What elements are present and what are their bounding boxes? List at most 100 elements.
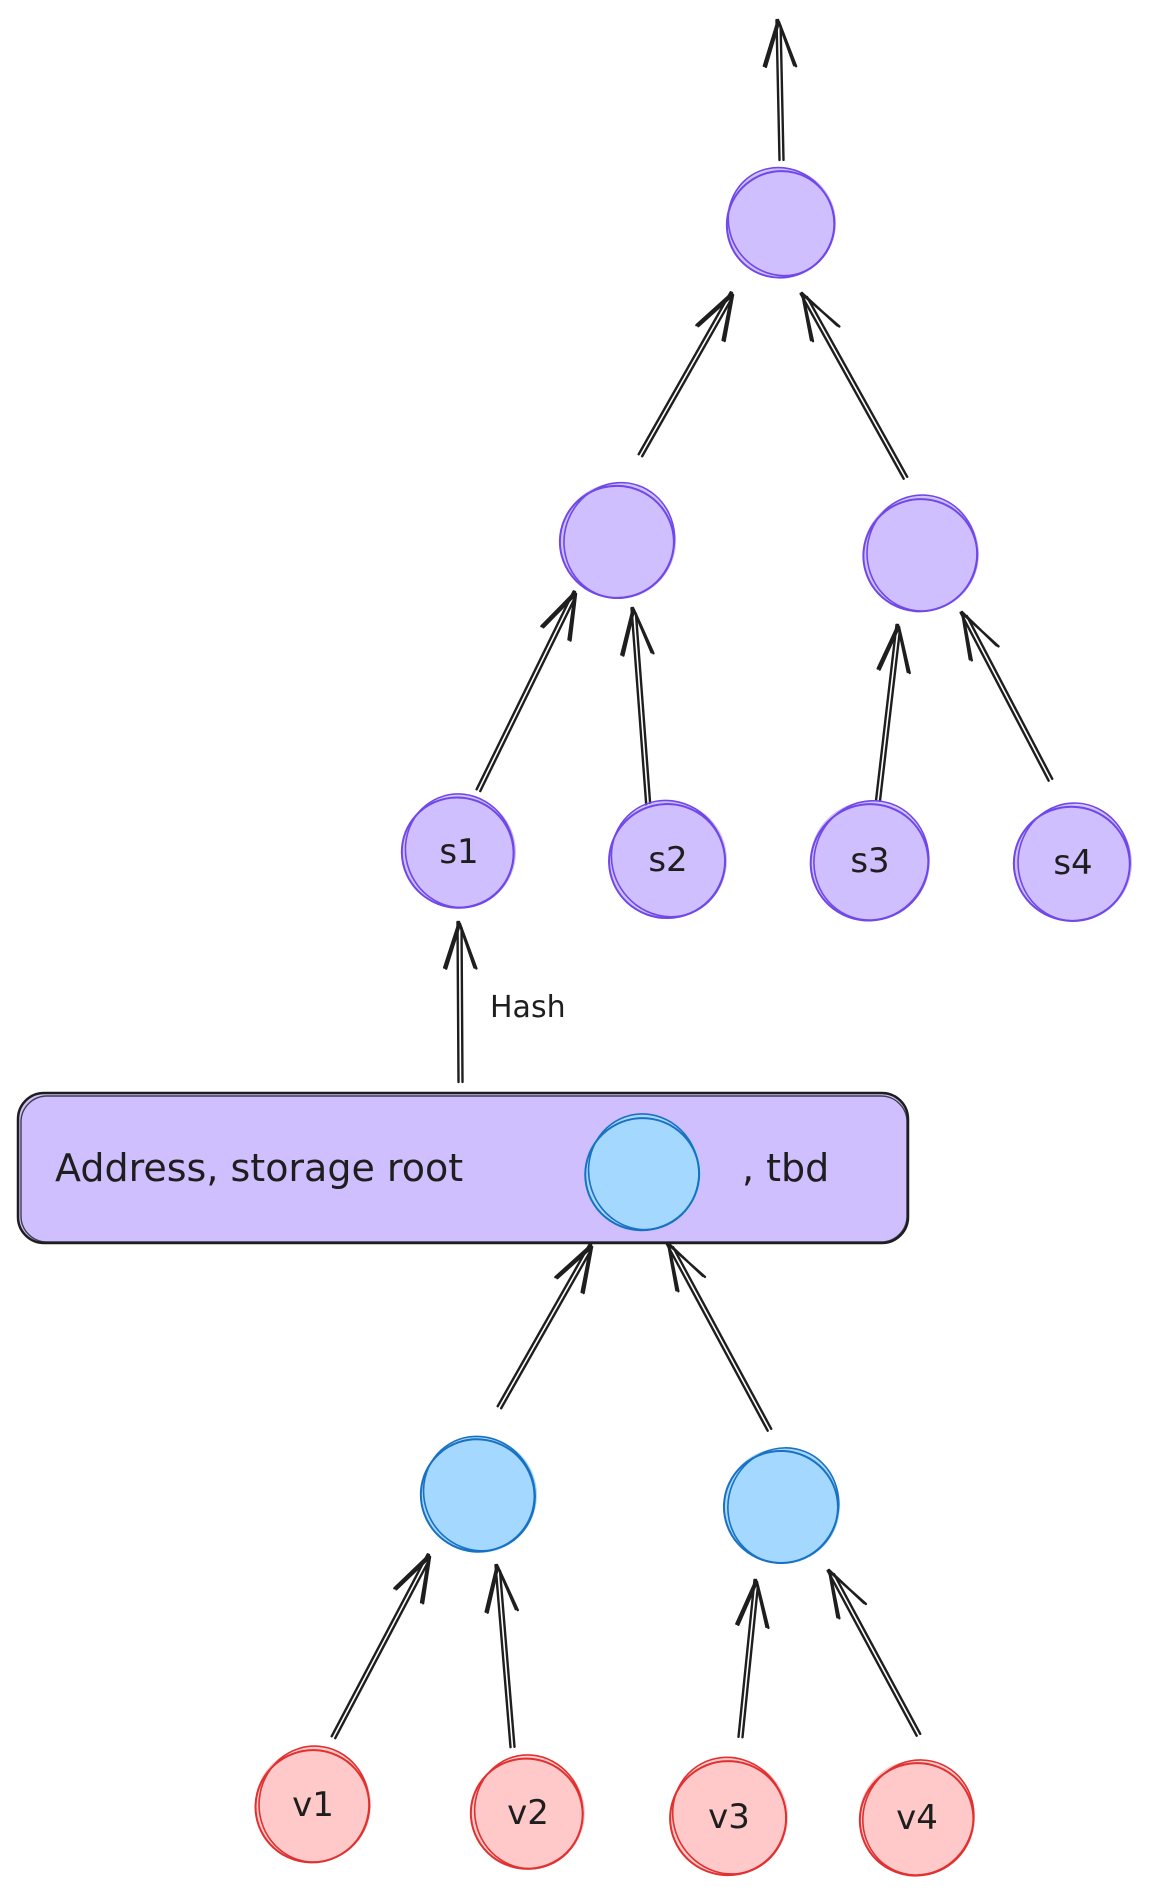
- edge-arrow-s2-to-account-branch-left: [620, 606, 655, 837]
- arrow-shaft: [334, 1560, 430, 1740]
- edge-arrow-account-root-to-up: [762, 18, 798, 162]
- node-outline-sketch: [727, 166, 836, 277]
- node-label-s3: s3: [850, 841, 889, 881]
- arrow-shaft: [479, 597, 576, 793]
- node-v1: v1: [254, 1745, 371, 1864]
- node-fill: [810, 801, 930, 921]
- arrow-shaft: [965, 614, 1054, 781]
- node-fill: [859, 1760, 975, 1876]
- node-fill: [560, 483, 676, 599]
- account-record-text: Address, storage root: [55, 1146, 463, 1190]
- node-outline-sketch: [862, 1759, 975, 1876]
- arrowhead: [762, 18, 781, 69]
- arrowhead: [540, 590, 578, 629]
- edge-arrow-storage-branch-left-to-storage-root: [496, 1243, 594, 1410]
- node-storage-root: [584, 1113, 701, 1232]
- node-outline-sketch: [473, 1754, 584, 1870]
- node-v3: v3: [669, 1756, 788, 1877]
- node-label-v1: v1: [292, 1785, 334, 1825]
- arrowhead: [827, 1568, 841, 1620]
- arrow-shaft: [496, 1243, 591, 1408]
- arrow-shaft: [872, 623, 898, 824]
- node-outline-sketch: [422, 1435, 536, 1552]
- arrowhead: [393, 1553, 432, 1591]
- edge-arrow-v1-to-storage-branch-left: [330, 1553, 432, 1740]
- node-outline-sketch: [813, 799, 930, 921]
- edge-arrow-account-branch-left-to-account-root: [637, 291, 735, 458]
- arrow-shaft: [330, 1553, 429, 1738]
- account-record-rect-sketch: [20, 1095, 908, 1243]
- node-s3: s3: [809, 799, 930, 922]
- arrow-shaft: [779, 24, 785, 162]
- arrowhead: [721, 291, 735, 343]
- arrowhead: [620, 606, 636, 657]
- arrow-shaft: [640, 298, 733, 458]
- node-s4: s4: [1012, 802, 1132, 922]
- arrowhead: [495, 1563, 519, 1612]
- node-label-s4: s4: [1053, 843, 1092, 883]
- arrows: [330, 18, 1054, 1749]
- node-account-branch-left: [558, 481, 676, 599]
- node-label-s1: s1: [439, 832, 478, 872]
- node-v4: v4: [858, 1759, 975, 1877]
- node-v2: v2: [469, 1754, 585, 1870]
- node-outline-sketch: [563, 481, 676, 599]
- node-outline-sketch: [727, 1447, 840, 1564]
- hash-label: Hash: [490, 990, 566, 1025]
- arrowhead: [554, 1243, 594, 1280]
- edge-arrow-s3-to-account-branch-right: [872, 623, 911, 824]
- arrow-shaft: [775, 18, 781, 162]
- node-label-v4: v4: [896, 1798, 938, 1838]
- edge-arrow-v3-to-storage-branch-right: [735, 1578, 770, 1739]
- node-fill: [726, 168, 836, 278]
- arrowhead: [695, 291, 735, 328]
- edge-arrow-s1-to-account-branch-left: [475, 590, 578, 793]
- node-outline-sketch: [1017, 802, 1131, 922]
- node-label-s2: s2: [648, 840, 687, 880]
- arrowhead: [580, 1243, 594, 1295]
- arrow-shaft: [665, 1242, 769, 1432]
- node-fill: [1014, 804, 1132, 922]
- node-fill: [724, 1448, 840, 1564]
- arrow-shaft: [876, 630, 901, 824]
- edge-arrow-account-record-to-s1: [442, 920, 478, 1084]
- node-outline-sketch: [610, 799, 727, 918]
- arrow-shaft: [737, 1578, 756, 1739]
- node-outline-sketch: [404, 793, 515, 909]
- arrow-shaft: [634, 612, 654, 837]
- arrow-shaft: [475, 590, 575, 791]
- node-fill: [402, 795, 516, 909]
- arrow-shaft: [456, 920, 460, 1084]
- node-label-v2: v2: [507, 1793, 549, 1833]
- arrow-shaft: [499, 1250, 592, 1410]
- node-outline-sketch: [671, 1756, 787, 1875]
- arrowhead: [776, 18, 798, 68]
- node-storage-branch-left: [419, 1435, 537, 1553]
- edge-arrow-v2-to-storage-branch-left: [484, 1563, 519, 1749]
- arrowhead: [631, 606, 655, 655]
- arrowhead: [896, 623, 911, 675]
- node-fill: [609, 801, 727, 919]
- arrowhead: [960, 610, 973, 662]
- edge-arrow-s4-to-account-branch-right: [959, 610, 1054, 782]
- arrow-shaft: [498, 1569, 516, 1748]
- arrow-shaft: [805, 295, 909, 478]
- node-fill: [863, 496, 979, 612]
- arrowhead: [666, 1241, 707, 1279]
- arrow-shaft: [799, 292, 905, 480]
- node-storage-branch-right: [722, 1447, 840, 1564]
- arrowhead: [666, 1241, 680, 1293]
- edge-arrow-storage-branch-right-to-storage-root: [665, 1241, 773, 1432]
- node-label-v3: v3: [708, 1797, 750, 1837]
- node-fill: [421, 1437, 537, 1553]
- nodes: s1 s2 s3 s4 v1 v2 v3 v4: [254, 166, 1132, 1877]
- arrow-shaft: [671, 1245, 773, 1431]
- node-outline-sketch: [587, 1113, 700, 1231]
- node-account-root: [725, 166, 836, 279]
- arrow-shaft: [630, 606, 650, 837]
- node-s2: s2: [608, 799, 727, 920]
- arrowhead: [457, 920, 478, 970]
- arrow-shaft: [959, 611, 1050, 782]
- node-outline-sketch: [258, 1745, 370, 1863]
